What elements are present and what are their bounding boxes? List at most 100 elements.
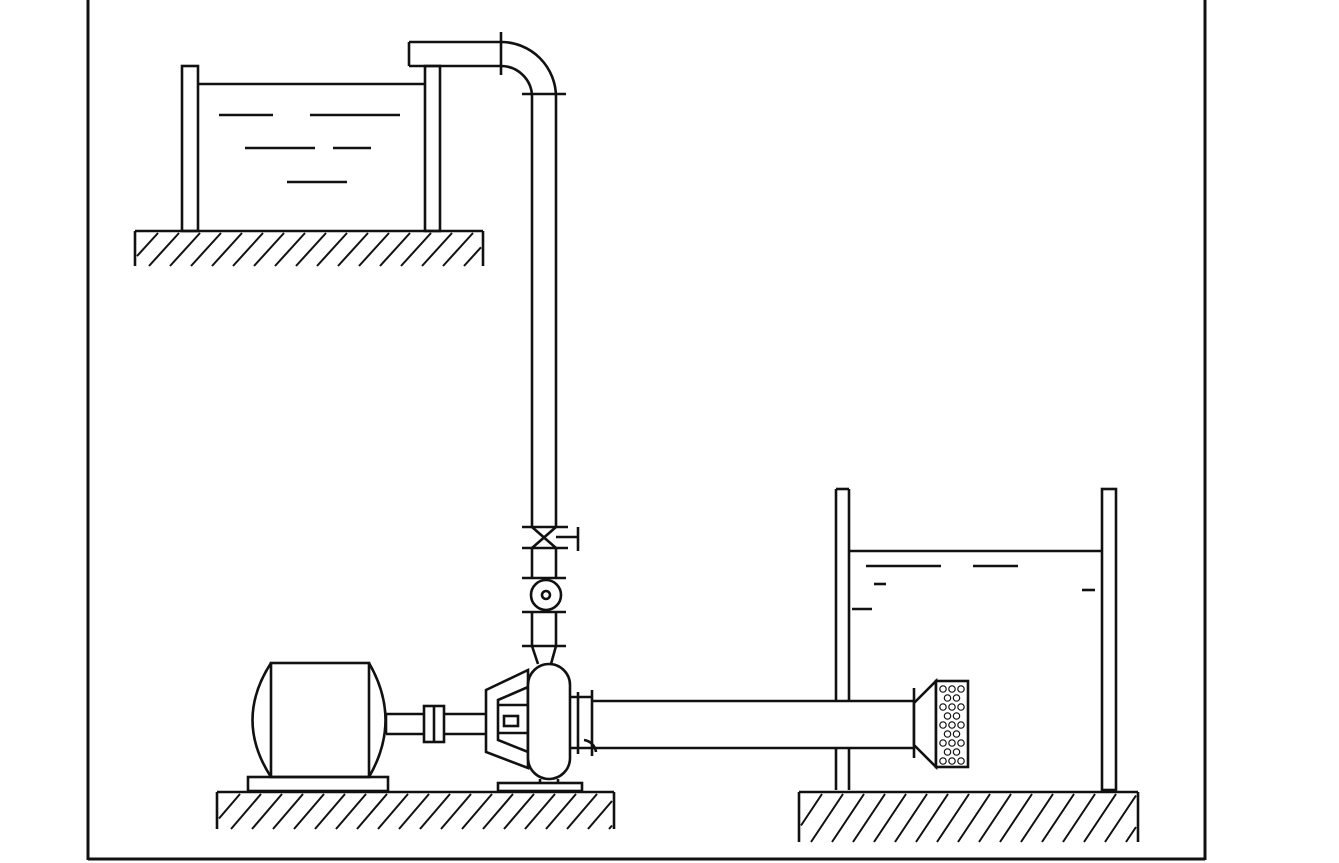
- hatch-line: [831, 793, 865, 843]
- strainer-hole: [939, 685, 947, 693]
- hatch-line: [251, 793, 283, 830]
- strainer-hole: [948, 703, 956, 711]
- strainer-hole: [939, 757, 947, 765]
- hatch-line: [545, 793, 577, 830]
- discharge-pipe: [407, 32, 566, 527]
- strainer-hole: [952, 748, 961, 756]
- upper-ground-hatch: [136, 232, 482, 267]
- hatch-line: [169, 232, 201, 267]
- hatch-line: [337, 232, 369, 267]
- tank-ground-hatch: [800, 793, 1137, 843]
- hatch-line: [136, 232, 159, 257]
- centrifugal-pump: [484, 662, 598, 793]
- hatch-line: [461, 793, 493, 830]
- strainer-hole: [952, 694, 961, 702]
- suction-pipe: [590, 688, 916, 758]
- electric-motor: [246, 661, 390, 793]
- valve-meter-pipe: [522, 548, 566, 580]
- pump-ground-base: [215, 790, 616, 830]
- strainer-hole: [948, 739, 956, 747]
- hatch-line: [316, 232, 348, 267]
- hatch-line: [608, 824, 613, 830]
- hatch-line: [503, 793, 535, 830]
- strainer-hole: [943, 730, 952, 738]
- strainer-hole: [943, 694, 952, 702]
- strainer-holes: [939, 685, 965, 765]
- hatch-line: [800, 793, 823, 827]
- hatch-line: [482, 793, 514, 830]
- hatch-line: [1083, 793, 1117, 843]
- hatch-line: [999, 793, 1033, 843]
- pump-ground-hatch: [218, 793, 613, 830]
- strainer-hole: [943, 712, 952, 720]
- strainer-hole: [948, 721, 956, 729]
- hatch-line: [1062, 793, 1096, 843]
- hatch-line: [232, 232, 264, 267]
- hatch-line: [957, 793, 991, 843]
- shaft-coupling: [384, 704, 486, 744]
- strainer-hole: [943, 748, 952, 756]
- flow-meter: [522, 578, 566, 614]
- strainer-hole: [957, 685, 965, 693]
- hatch-line: [211, 232, 243, 267]
- hatch-line: [915, 793, 949, 843]
- upper-ground-base: [133, 229, 485, 267]
- hatch-line: [978, 793, 1012, 843]
- gate-valve: [522, 525, 580, 551]
- hatch-line: [377, 793, 409, 830]
- hatch-line: [218, 793, 241, 820]
- hatch-line: [894, 793, 928, 843]
- hatch-line: [463, 246, 482, 267]
- strainer-hole: [957, 757, 965, 765]
- hatch-line: [566, 793, 598, 830]
- hatch-line: [358, 232, 390, 267]
- hatch-line: [1041, 793, 1075, 843]
- hatch-line: [293, 793, 325, 830]
- hatch-line: [852, 793, 886, 843]
- hatch-line: [419, 793, 451, 830]
- hatch-line: [400, 232, 432, 267]
- strainer-hole: [957, 721, 965, 729]
- upper-water-surface-lines: [219, 113, 400, 184]
- hatch-line: [810, 793, 844, 843]
- strainer-hole: [948, 685, 956, 693]
- foot-valve-strainer: [912, 677, 970, 771]
- hatch-line: [587, 800, 613, 830]
- hatch-line: [356, 793, 388, 830]
- strainer-hole: [939, 739, 947, 747]
- hatch-line: [421, 232, 453, 267]
- hatch-line: [274, 232, 306, 267]
- strainer-hole: [957, 703, 965, 711]
- strainer-hole: [957, 739, 965, 747]
- hatch-line: [524, 793, 556, 830]
- strainer-hole: [952, 730, 961, 738]
- hatch-line: [253, 232, 285, 267]
- strainer-hole: [939, 721, 947, 729]
- hatch-line: [442, 232, 474, 267]
- hatch-line: [440, 793, 472, 830]
- hatch-line: [1125, 826, 1137, 843]
- hatch-line: [379, 232, 411, 267]
- hatch-line: [335, 793, 367, 830]
- hatch-line: [1104, 794, 1137, 843]
- strainer-hole: [939, 703, 947, 711]
- pump-outlet-pipe: [522, 612, 566, 665]
- hatch-line: [230, 793, 262, 830]
- hatch-line: [398, 793, 430, 830]
- tank-ground-base: [797, 790, 1140, 843]
- outer-frame: [86, 0, 1207, 861]
- strainer-hole: [952, 712, 961, 720]
- hatch-line: [190, 232, 222, 267]
- hatch-line: [936, 793, 970, 843]
- lower-water-surface-lines: [852, 564, 1095, 611]
- strainer-hole: [948, 757, 956, 765]
- lower-tank: [834, 487, 1118, 792]
- hatch-line: [873, 793, 907, 843]
- hatch-line: [295, 232, 327, 267]
- hatch-line: [272, 793, 304, 830]
- hatch-line: [148, 232, 180, 267]
- hatch-line: [1020, 793, 1054, 843]
- hatch-line: [314, 793, 346, 830]
